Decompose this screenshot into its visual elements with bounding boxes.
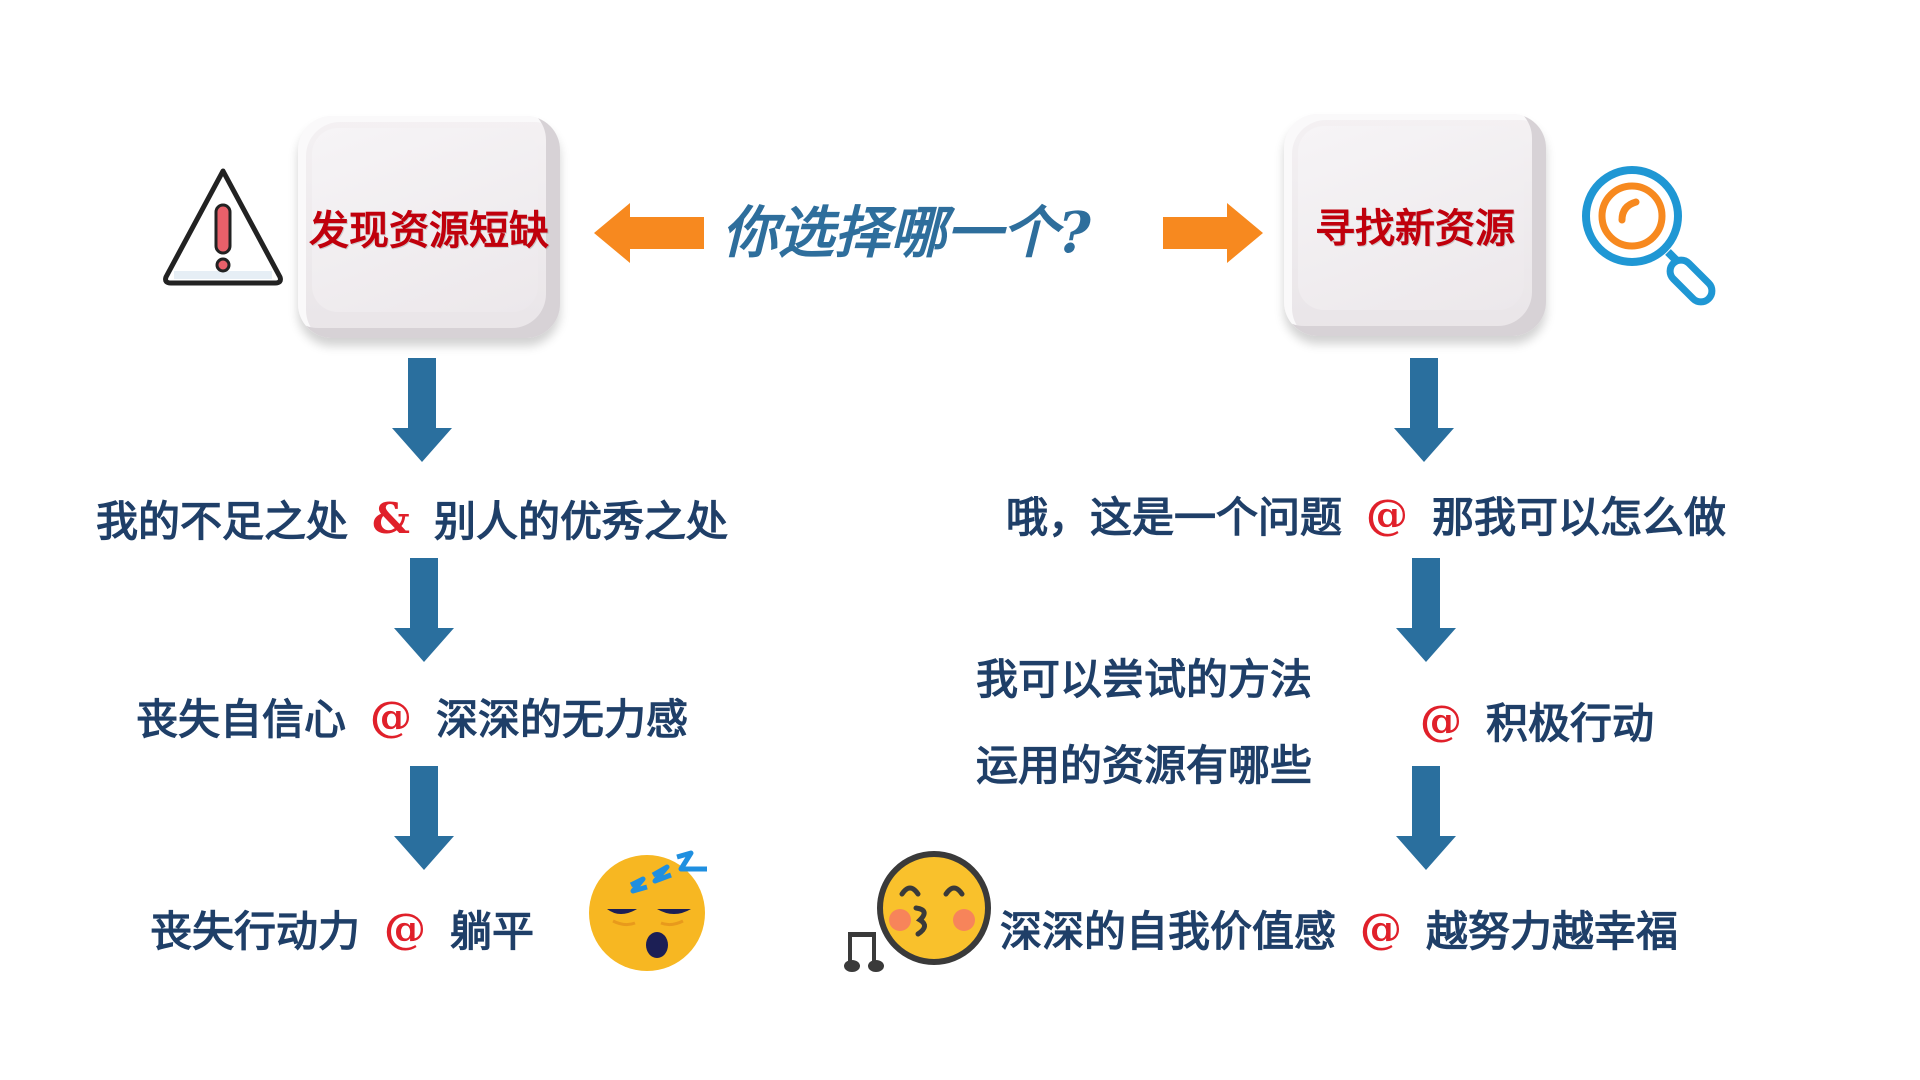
- step-right-text: 越努力越幸福: [1426, 907, 1679, 956]
- left-key-label: 发现资源短缺: [309, 207, 549, 254]
- step-right-text: 那我可以怎么做: [1432, 493, 1727, 542]
- right-step-1: 哦，这是一个问题 @ 那我可以怎么做: [1006, 484, 1726, 545]
- step-right-text: 深深的无力感: [436, 695, 689, 744]
- right-step-3: 深深的自我价值感 @ 越努力越幸福: [1000, 898, 1678, 959]
- right-arrow-icon: [1163, 203, 1263, 263]
- step-left-text: 我可以尝试的方法: [976, 655, 1313, 704]
- step-right-text: 别人的优秀之处: [433, 497, 728, 546]
- step-separator: @: [1360, 904, 1403, 953]
- step-separator: @: [1420, 696, 1462, 745]
- page-title: 你选择哪一个?: [722, 200, 1091, 266]
- left-down-arrow-1: [392, 358, 452, 462]
- step-left-text: 哦，这是一个问题: [1006, 493, 1343, 542]
- step-separator: @: [1366, 490, 1409, 539]
- whistling-face-icon: [844, 851, 991, 972]
- step-left-text: 深深的自我价值感: [1000, 907, 1337, 956]
- step-separator: @: [370, 692, 413, 741]
- step-left-text: 丧失自信心: [136, 695, 347, 744]
- sleeping-face-icon: [589, 850, 707, 971]
- step-right-text: 躺平: [450, 907, 535, 956]
- right-down-arrow-1: [1394, 358, 1454, 462]
- step-left-text: 我的不足之处: [96, 497, 349, 546]
- right-down-arrow-3: [1396, 766, 1456, 870]
- left-step-1: 我的不足之处 & 别人的优秀之处: [96, 488, 728, 549]
- right-step-2-line-1: 我可以尝试的方法: [976, 646, 1312, 707]
- left-step-2: 丧失自信心 @ 深深的无力感: [136, 686, 688, 747]
- step-left-text: 丧失行动力: [150, 907, 361, 956]
- key-face: [1298, 126, 1524, 310]
- right-key-label: 寻找新资源: [1315, 205, 1515, 252]
- right-option-key: 寻找新资源: [1284, 114, 1546, 336]
- step-left-text: 运用的资源有哪些: [976, 741, 1313, 790]
- left-option-key: 发现资源短缺: [298, 116, 560, 338]
- step-right-text: 积极行动: [1486, 699, 1655, 748]
- left-down-arrow-3: [394, 766, 454, 870]
- right-down-arrow-2: [1396, 558, 1456, 662]
- left-down-arrow-2: [394, 558, 454, 662]
- left-step-3: 丧失行动力 @ 躺平: [150, 898, 534, 959]
- right-step-2-line-2: 运用的资源有哪些: [976, 732, 1312, 793]
- right-step-2-result: @ 积极行动: [1396, 690, 1654, 751]
- warning-icon: [163, 168, 283, 286]
- key-face: [312, 128, 538, 312]
- step-separator: @: [384, 904, 427, 953]
- magnifier-icon: [1582, 166, 1716, 306]
- step-separator: &: [372, 494, 410, 543]
- left-arrow-icon: [594, 203, 704, 263]
